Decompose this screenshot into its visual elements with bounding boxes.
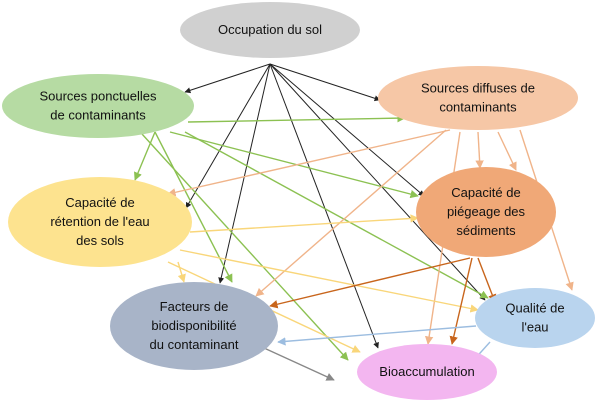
edge-retention-to-facteurs [177, 261, 186, 283]
edge-piegeage-to-bioaccumulation [449, 257, 473, 345]
node-ponctuelles: Sources ponctuelles de contaminants [2, 74, 194, 138]
node-retention-label-line: rétention de l'eau [50, 214, 149, 229]
edge-ponctuelles-to-diffuses [187, 113, 406, 123]
node-diffuses-shape [378, 66, 578, 130]
node-piegeage: Capacité de piégeage des sédiments [416, 167, 556, 257]
edge-qualite-to-facteurs [277, 325, 477, 346]
edge-ponctuelles-to-piegeage [169, 131, 419, 199]
edge-piegeage-to-facteurs [269, 257, 471, 309]
edge-diffuses-to-facteurs [255, 129, 447, 297]
node-occupation: Occupation du sol [180, 2, 360, 58]
node-retention: Capacité de rétention de l'eau des sols [8, 177, 192, 267]
edge-diffuses-to-retention [167, 129, 451, 197]
node-piegeage-label-line: piégeage des [447, 204, 526, 219]
node-occupation-label-line: Occupation du sol [218, 22, 322, 37]
edge-occupation-to-ponctuelles [184, 63, 271, 94]
edge-ponctuelles-to-qualite [184, 131, 489, 299]
node-qualite-label-line: l'eau [521, 320, 548, 335]
node-retention-label-line: Capacité de [65, 195, 134, 210]
node-retention-shape [8, 177, 192, 267]
edge-occupation-to-facteurs [218, 63, 271, 284]
node-diffuses-label-line: contaminants [439, 100, 517, 115]
edge-ponctuelles-to-retention [134, 131, 156, 181]
node-bioaccumulation-label-line: Bioaccumulation [379, 364, 474, 379]
node-facteurs-label-line: du contaminant [150, 337, 239, 352]
edge-retention-to-piegeage [189, 214, 419, 233]
node-facteurs-label-line: Facteurs de [160, 299, 229, 314]
edge-piegeage-to-qualite [477, 257, 497, 303]
node-retention-label-line: des sols [76, 233, 124, 248]
edge-diffuses-to-piegeage [475, 131, 484, 169]
node-ponctuelles-label-line: de contaminants [50, 108, 146, 123]
edge-retention-to-qualite [179, 249, 479, 313]
node-bioaccumulation-shape [357, 344, 497, 400]
edge-facteurs-to-bioaccumulation [263, 347, 335, 381]
node-ponctuelles-label-line: Sources ponctuelles [39, 89, 157, 104]
node-facteurs-shape [110, 282, 278, 370]
node-bioaccumulation: Bioaccumulation [357, 344, 497, 400]
edge-occupation-to-retention [185, 63, 271, 209]
node-qualite-label-line: Qualité de [505, 301, 564, 316]
edge-occupation-to-piegeage [269, 63, 425, 197]
edge-occupation-to-qualite [269, 63, 486, 301]
edge-ponctuelles-to-bioaccumulation [141, 133, 349, 361]
node-diffuses: Sources diffuses de contaminants [378, 66, 578, 130]
node-qualite-shape [475, 288, 595, 348]
node-facteurs: Facteurs de biodisponibilité du contaminan… [110, 282, 278, 370]
node-piegeage-shape [416, 167, 556, 257]
node-qualite: Qualité de l'eau [475, 288, 595, 348]
node-facteurs-label-line: biodisponibilité [151, 318, 236, 333]
node-diffuses-label-line: Sources diffuses de [421, 81, 535, 96]
node-piegeage-label-line: Capacité de [451, 185, 520, 200]
node-occupation-shape [180, 2, 360, 58]
node-ponctuelles-shape [2, 74, 194, 138]
edge-ponctuelles-to-facteurs [154, 131, 233, 283]
edge-diffuses-to-piegeage [497, 131, 517, 171]
edge-occupation-to-bioaccumulation [269, 63, 379, 349]
node-piegeage-label-line: sédiments [456, 223, 516, 238]
edge-occupation-to-diffuses [269, 63, 381, 102]
